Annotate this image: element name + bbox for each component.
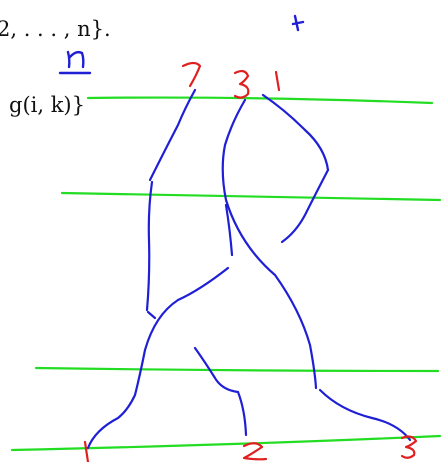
strand-c-upper [261,93,330,172]
strand-c-lower [193,346,248,437]
braid-strands [86,88,412,450]
top-label-3 [233,69,250,99]
top-label-2 [181,61,202,88]
strand-a-cross [86,266,230,450]
strand-b-lower [318,388,412,442]
strand-a-lower [146,310,157,320]
bottom-label-1 [83,440,90,462]
level-line-1 [86,96,434,105]
strand-b-upper [221,98,318,390]
stray-blue-mark [291,14,305,32]
strand-labels [83,61,418,462]
formula-middle-fragment: g(i, k)} [9,93,85,117]
strand-a-upper [148,88,197,182]
strand-a-middle [145,180,154,312]
strand-c-stub [224,203,234,257]
bottom-label-3 [400,435,418,459]
level-lines [10,96,442,452]
level-line-4 [10,434,442,452]
level-line-2 [60,191,442,202]
top-label-1 [274,70,281,92]
level-line-3 [34,366,440,373]
strand-c-middle [280,168,330,244]
formula-top-fragment: 2, . . . , n}. [0,17,111,41]
handwritten-n-label [58,50,92,75]
bottom-label-2 [242,442,268,461]
